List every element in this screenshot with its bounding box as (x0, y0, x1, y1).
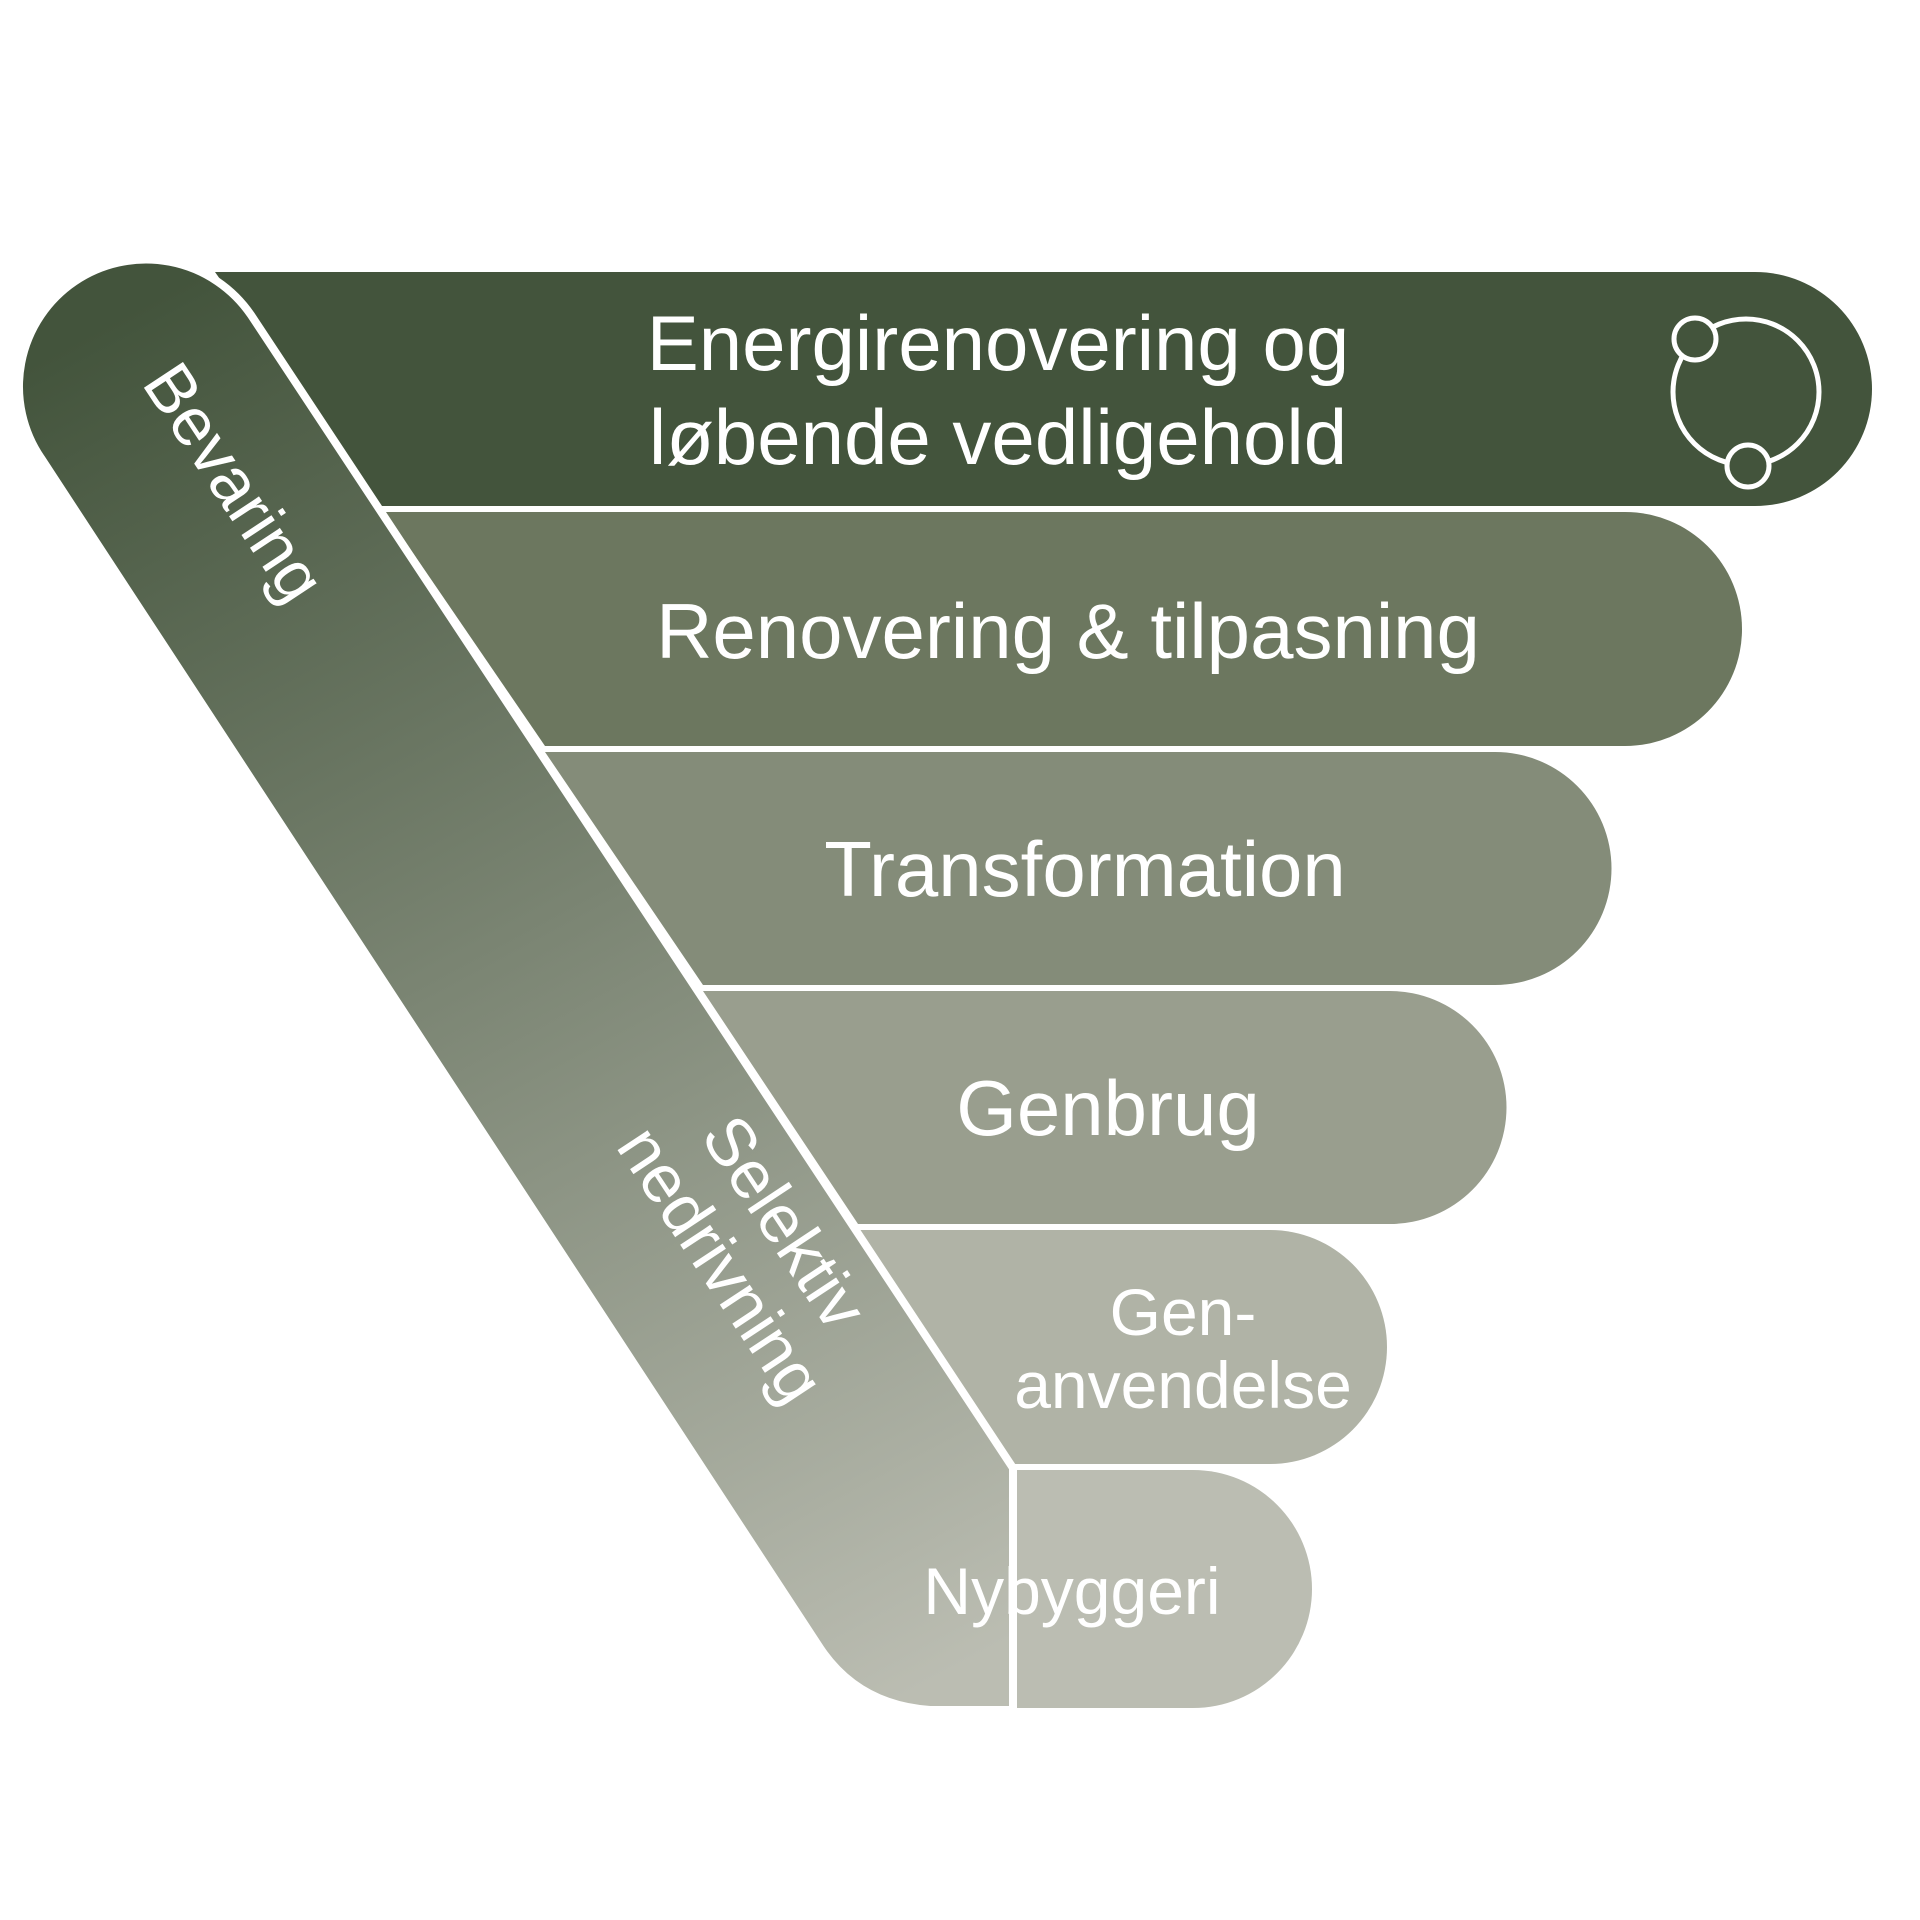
band-label-genanvendelse-line2: anvendelse (1014, 1348, 1352, 1422)
band-label-nybyggeri: Nybyggeri (923, 1554, 1220, 1628)
band-genbrug (703, 991, 1507, 1224)
band-label-renovering: Renovering & tilpasning (656, 587, 1480, 675)
band-nybyggeri (930, 1470, 1312, 1708)
circular-cycle-icon (1670, 315, 1822, 490)
band-transformation (545, 752, 1612, 985)
diagonal-band (14, 255, 1017, 1714)
band-label-energirenovering-line2: løbende vedligehold (649, 393, 1347, 481)
band-label-genanvendelse: Gen- (1110, 1275, 1257, 1349)
band-label-energirenovering: Energirenovering og (647, 299, 1349, 387)
band-label-transformation: Transformation (824, 825, 1346, 913)
band-renovering (385, 512, 1742, 746)
band-energirenovering (215, 272, 1872, 506)
band-label-genbrug: Genbrug (956, 1064, 1260, 1152)
band-genanvendelse (860, 1230, 1387, 1464)
